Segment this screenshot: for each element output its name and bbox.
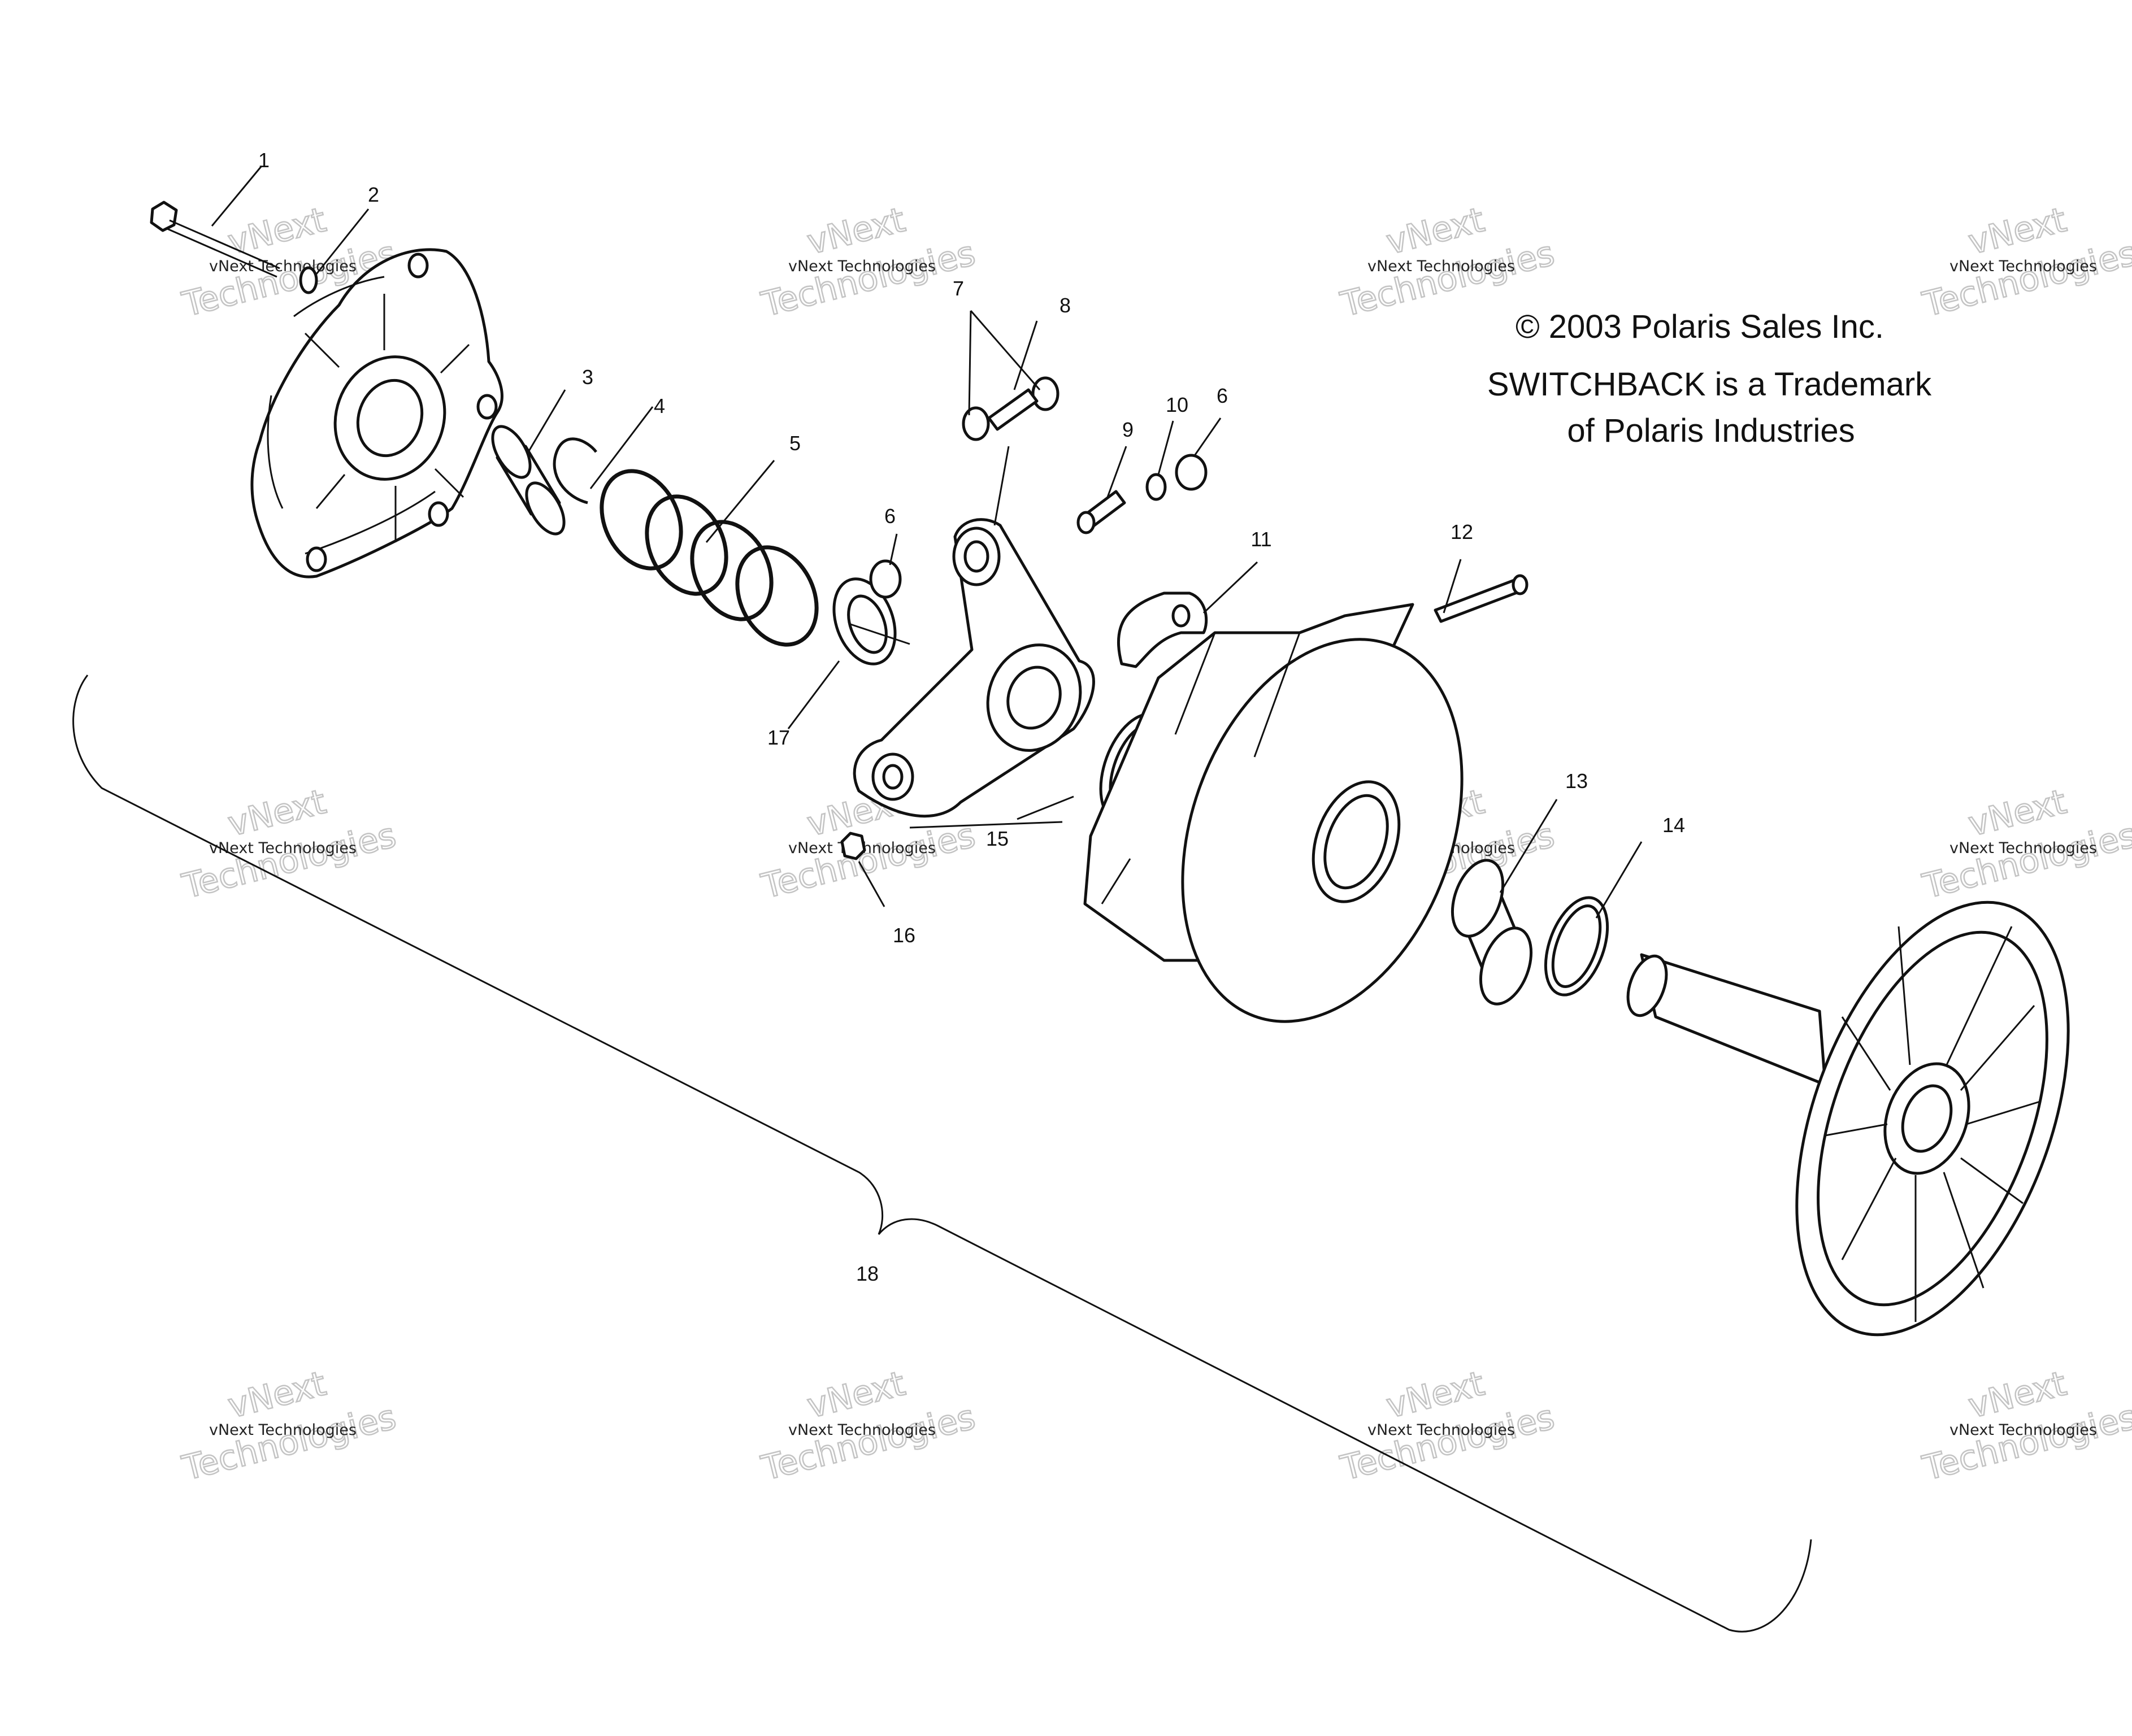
callout-5: 5 (789, 432, 801, 455)
callout-4: 4 (654, 394, 665, 417)
callout-9: 9 (1122, 418, 1134, 441)
part-pin-12 (1434, 574, 1529, 623)
watermark-tile: vNext Technologies vNext Technologies (757, 199, 979, 325)
watermark-tile: vNext Technologies vNext Technologies (1336, 199, 1558, 325)
callout-13: 13 (1565, 769, 1588, 793)
part-spider (853, 518, 1095, 818)
trademark-line-2: of Polaris Industries (1567, 412, 1855, 449)
callout-6: 6 (884, 504, 896, 528)
callout-1: 1 (258, 149, 270, 172)
callout-18: 18 (856, 1262, 879, 1285)
watermark-tile: vNext Technologies vNext Technologies (1918, 781, 2132, 907)
part-small-washer (1145, 473, 1167, 501)
part-moveable-sheave (1083, 603, 1464, 1023)
part-ring-14 (1544, 896, 1609, 997)
callout-2: 2 (368, 183, 379, 206)
svg-text:vNext Technologies: vNext Technologies (1949, 839, 2097, 857)
callout-16: 16 (893, 924, 915, 947)
callout-3: 3 (582, 366, 593, 389)
callout-7: 7 (953, 277, 964, 300)
trademark-line-1: SWITCHBACK is a Trademark (1487, 366, 1932, 403)
watermark-tile: vNext Technologies vNext Technologies (1918, 199, 2132, 325)
svg-text:vNext Technologies: vNext Technologies (1949, 258, 2097, 275)
callout-labels: 1 2 3 4 5 6 7 8 9 10 6 11 12 13 14 15 16… (258, 149, 1685, 1285)
part-nut (840, 832, 866, 860)
part-roller (869, 559, 902, 599)
callout-17: 17 (767, 726, 790, 749)
watermark-tile: vNext Technologies vNext Technologies (757, 1363, 979, 1489)
part-roller-right (1175, 454, 1208, 491)
svg-text:vNext Technologies: vNext Technologies (1367, 258, 1515, 275)
part-washer (299, 266, 318, 294)
part-bushing-13 (1451, 859, 1533, 1006)
part-bushing (491, 425, 566, 536)
svg-text:vNext Technologies: vNext Technologies (788, 258, 936, 275)
callout-11: 11 (1250, 528, 1271, 551)
svg-text:vNext Technologies: vNext Technologies (788, 1421, 936, 1439)
callout-8: 8 (1060, 294, 1071, 317)
svg-text:vNext Technologies: vNext Technologies (209, 258, 357, 275)
part-cover (250, 248, 503, 578)
part-weight (1117, 591, 1208, 668)
watermark-tile: vNext Technologies vNext Technologies (1918, 1363, 2132, 1489)
part-dowel (1076, 490, 1126, 534)
svg-text:vNext Technologies: vNext Technologies (209, 1421, 357, 1439)
part-seal-rings (962, 376, 1060, 441)
copyright-notice: © 2003 Polaris Sales Inc. SWITCHBACK is … (1487, 308, 1932, 449)
leader-lines (211, 166, 1643, 919)
callout-15: 15 (986, 827, 1009, 850)
part-spring (600, 469, 819, 647)
part-pin-8 (987, 388, 1039, 431)
watermark-tile: vNext Technologies vNext Technologies (177, 1363, 400, 1489)
copyright-line: © 2003 Polaris Sales Inc. (1516, 308, 1884, 345)
assembly-brace (72, 675, 1812, 1633)
part-spring-cup (832, 577, 897, 665)
callout-10: 10 (1166, 393, 1188, 416)
callout-12: 12 (1451, 520, 1473, 543)
svg-text:vNext Technologies: vNext Technologies (1367, 1421, 1515, 1439)
callout-6b: 6 (1217, 384, 1228, 407)
watermark-tile: vNext Technologies vNext Technologies (1336, 1363, 1558, 1489)
part-bolt (150, 201, 280, 278)
callout-14: 14 (1662, 813, 1685, 837)
svg-text:vNext Technologies: vNext Technologies (1949, 1421, 2097, 1439)
part-fixed-sheave (1626, 900, 2070, 1337)
part-snap-ring (553, 437, 597, 504)
